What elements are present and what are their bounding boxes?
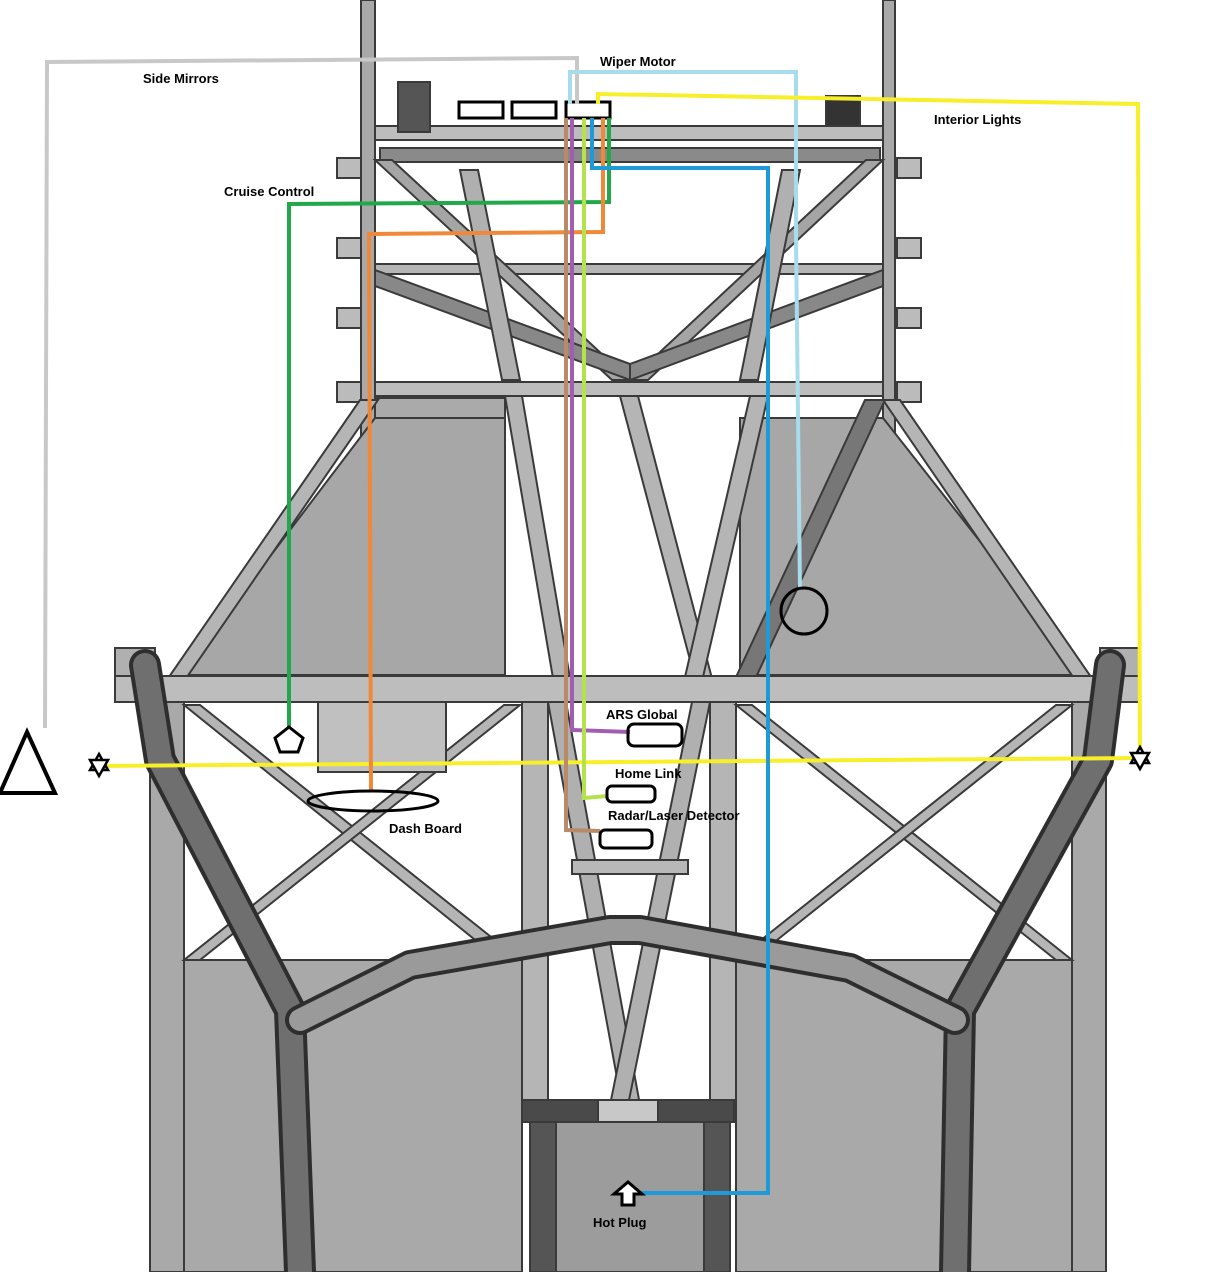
fuse-boxes xyxy=(457,100,612,120)
oval-icon xyxy=(306,789,440,813)
star-icon xyxy=(87,751,111,779)
radar-laser-detector-label: Radar/Laser Detector xyxy=(608,808,740,823)
interior-lights-wire xyxy=(99,91,1143,768)
wiper-motor-wire xyxy=(568,70,802,591)
side-mirrors-label: Side Mirrors xyxy=(143,71,219,86)
endpoints xyxy=(0,586,1152,1207)
home-link-wire xyxy=(582,118,609,801)
triangle-icon xyxy=(0,727,59,795)
hot-plug-label: Hot Plug xyxy=(593,1215,647,1230)
interior-lights-label: Interior Lights xyxy=(934,112,1022,127)
ars-global-label: ARS Global xyxy=(606,707,678,722)
up-arrow-icon xyxy=(609,1180,647,1207)
cruise-control-label: Cruise Control xyxy=(224,184,315,199)
star-icon xyxy=(1128,744,1152,772)
chassis-frame xyxy=(114,0,1141,1272)
ars-global-box xyxy=(626,722,684,748)
wiper-motor-label: Wiper Motor xyxy=(600,54,676,69)
cruise-control-wire xyxy=(287,118,611,728)
side-mirrors-wire xyxy=(43,55,579,729)
dash-board-wire xyxy=(366,118,605,793)
home-link-label: Home Link xyxy=(615,766,682,781)
pentagon-icon xyxy=(273,725,305,754)
hot-plug-wire xyxy=(590,118,770,1195)
circle-icon xyxy=(779,586,829,636)
wires xyxy=(43,55,1143,1195)
ars-global-wire xyxy=(570,118,631,734)
radar-laser-box xyxy=(598,828,654,850)
roll-cage xyxy=(129,649,1126,1272)
dash-board-label: Dash Board xyxy=(389,821,462,836)
home-link-box xyxy=(605,784,657,804)
radar-laser-wire xyxy=(564,118,601,833)
